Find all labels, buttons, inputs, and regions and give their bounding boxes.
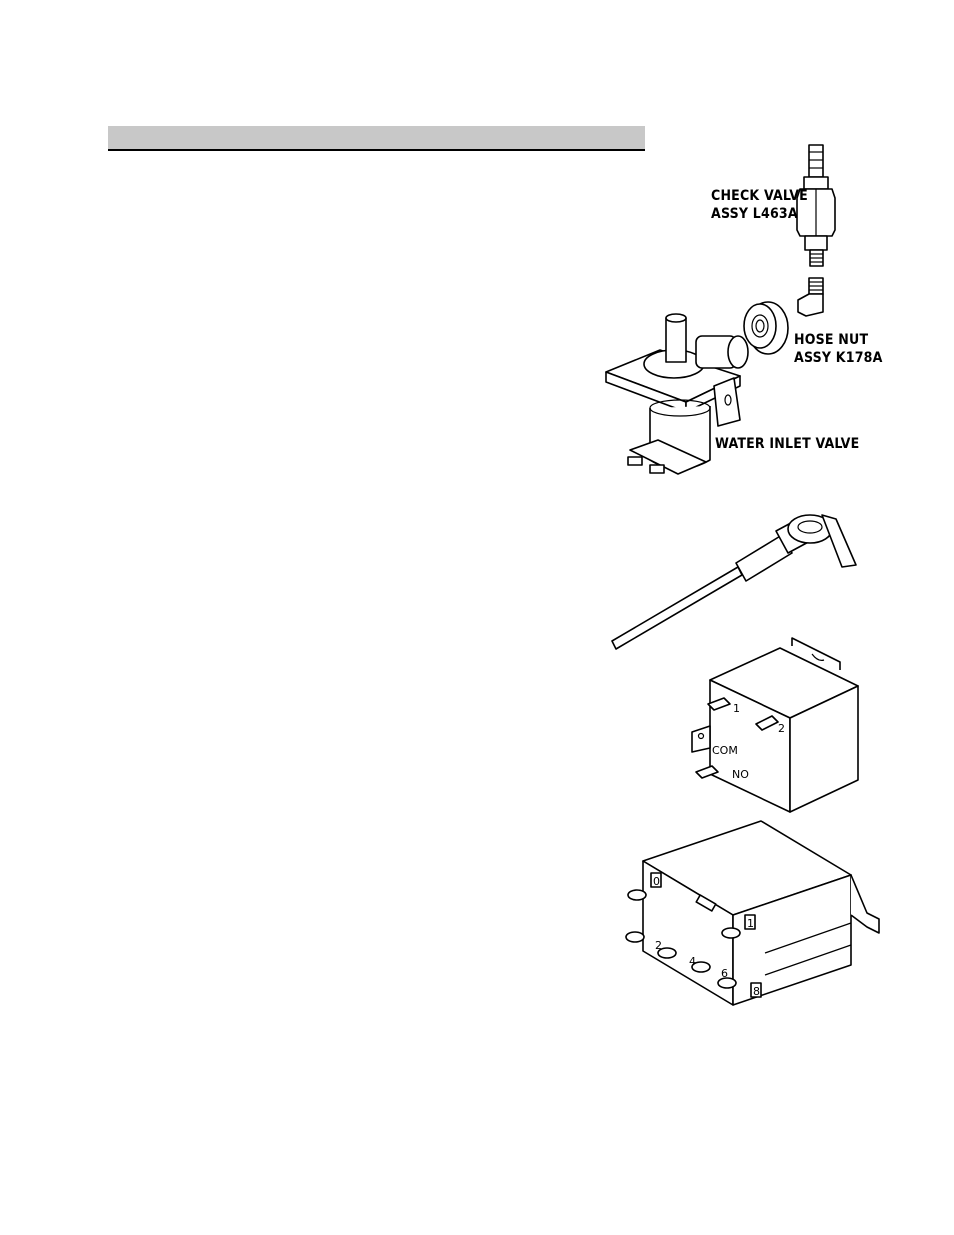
small-relay-terminal-1-label: 1 <box>733 702 740 715</box>
water-inlet-valve-label: WATER INLET VALVE <box>715 435 859 453</box>
check-valve-label: CHECK VALVE ASSY L463A <box>711 187 808 223</box>
large-relay-terminal-4-label: 4 <box>689 955 696 968</box>
water-level-probe-illustration <box>610 505 860 655</box>
large-relay-illustration: 0 2 4 6 1 8 <box>615 815 890 1015</box>
small-relay-terminal-no-label: NO <box>732 768 749 781</box>
large-relay-terminal-2-label: 2 <box>655 939 662 952</box>
hose-nut-label-line2: ASSY K178A <box>794 349 883 367</box>
hose-nut-label-line1: HOSE NUT <box>794 331 883 349</box>
elbow-fitting-drawing <box>798 278 823 316</box>
hose-nut-drawing <box>744 302 788 354</box>
large-relay-terminal-6-label: 6 <box>721 967 728 980</box>
large-relay-terminal-0-label: 0 <box>653 875 660 888</box>
hose-nut-label: HOSE NUT ASSY K178A <box>794 331 883 367</box>
small-relay-terminal-2-label: 2 <box>778 722 785 735</box>
check-valve-label-line1: CHECK VALVE <box>711 187 808 205</box>
section-header-bar <box>108 126 645 151</box>
small-relay-terminal-com-label: COM <box>712 744 738 757</box>
small-relay-illustration: 1 2 COM NO <box>680 640 865 815</box>
water-inlet-valve-label-text: WATER INLET VALVE <box>715 435 859 453</box>
check-valve-label-line2: ASSY L463A <box>711 205 808 223</box>
large-relay-terminal-1-label: 1 <box>747 917 754 930</box>
large-relay-terminal-8-label: 8 <box>753 985 760 998</box>
